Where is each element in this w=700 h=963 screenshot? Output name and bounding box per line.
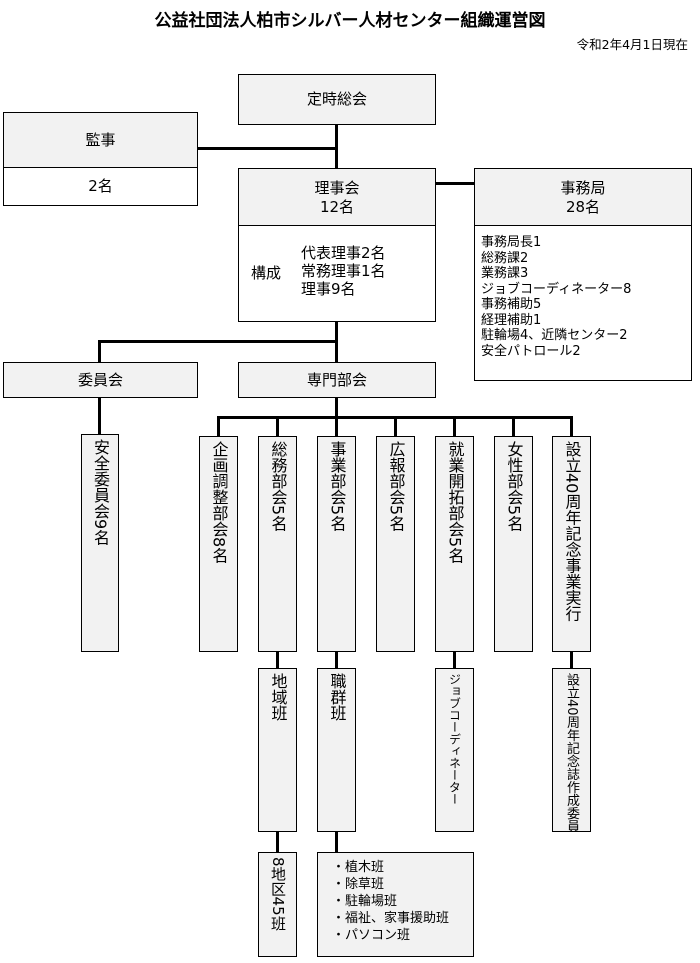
line-area-detail [276,832,279,852]
line-safety [98,398,101,434]
composition-item: 理事9名 [301,280,356,298]
subcommittee-item: 広報部会5名 [376,436,415,652]
drop-4 [394,416,397,436]
job-team-label: 職群班 [327,673,347,721]
subcommittee-item-label: 広報部会5名 [386,441,406,532]
safety-committee-box: 安全委員会9名 [81,434,119,652]
secretariat-member: ジョブコーディネーター8 [481,281,632,297]
auditor-count-box: 2名 [3,167,198,206]
coordinator-box: ジョブコーディネーター [435,668,474,832]
general-meeting-box: 定時総会 [238,74,436,125]
area-detail-label: 8地区45班 [269,857,287,931]
line-auditor [196,147,337,150]
job-list-item: ・駐輪場班 [332,894,398,909]
auditor-label: 監事 [85,131,116,149]
memorial-label: 設立40周年記念誌作成委員会 [564,673,579,832]
area-team-label: 地域班 [268,673,288,721]
drop-2 [276,416,279,436]
line-job-list [335,832,338,852]
subcommittee-item: 就業開拓部会5名 [435,436,474,652]
job-list-item: ・植木班 [332,860,385,875]
area-detail-box: 8地区45班 [258,852,297,957]
auditor-count: 2名 [88,177,113,195]
secretariat-count: 28名 [565,197,601,216]
drop-6 [512,416,515,436]
memorial-box: 設立40周年記念誌作成委員会 [552,668,591,832]
composition-list: 代表理事2名 常務理事1名 理事9名 [301,244,386,298]
coordinator-label: ジョブコーディネーター [447,673,462,805]
secretariat-member: 業務課3 [481,266,529,281]
job-list-item: ・福祉、家事援助班 [332,911,450,926]
secretariat-label: 事務局 [560,178,606,197]
subcommittee-item: 事業部会5名 [317,436,356,652]
job-list-box: ・植木班 ・除草班 ・駐輪場班 ・福祉、家事援助班 ・パソコン班 [317,852,474,957]
line-memorial [570,652,573,668]
composition-label: 構成 [251,264,282,282]
line-subcom-down [335,398,338,418]
drop-1 [217,416,220,436]
line-coordinator [453,652,456,668]
subcommittee-item-label: 女性部会5名 [504,441,524,532]
committee-box: 委員会 [3,362,198,398]
composition-item: 代表理事2名 [301,244,386,262]
line-secretariat [435,182,475,185]
board-composition-box: 構成 代表理事2名 常務理事1名 理事9名 [238,225,436,322]
drop-5 [453,416,456,436]
secretariat-member: 事務局長1 [481,235,542,250]
safety-committee-label: 安全委員会9名 [91,439,110,546]
secretariat-member: 総務課2 [481,250,529,266]
area-team-box: 地域班 [258,668,297,832]
subcommittee-label: 専門部会 [306,370,367,389]
board-box: 理事会 12名 [238,168,436,227]
secretariat-member: 安全パトロール2 [481,343,581,359]
line-committee-v [98,340,101,362]
job-team-box: 職群班 [317,668,356,832]
drop-3 [335,416,338,436]
subcommittee-item-label: 就業開拓部会5名 [445,441,465,564]
subcommittee-item: 企画調整部会8名 [199,436,238,652]
subcommittee-item-label: 総務部会5名 [268,441,288,532]
secretariat-box: 事務局 28名 [474,168,692,227]
job-list-item: ・パソコン班 [332,928,411,943]
line-committee-h [98,340,337,343]
composition-item: 常務理事1名 [301,262,386,280]
secretariat-member: 事務補助5 [481,297,542,312]
job-list-item: ・除草班 [332,877,385,892]
subcommittee-item-label: 設立40周年記念事業実行 [562,441,582,622]
auditor-box: 監事 [3,112,198,169]
line-job-team [335,652,338,668]
subcommittee-item-label: 事業部会5名 [327,441,347,532]
page-title: 公益社団法人柏市シルバー人材センター組織運営図 [154,11,546,31]
subcommittee-box: 専門部会 [238,362,436,398]
secretariat-member: 駐輪場4、近隣センター2 [481,328,628,343]
general-meeting-label: 定時総会 [306,90,367,108]
committee-label: 委員会 [77,370,123,389]
subcommittee-item: 女性部会5名 [494,436,533,652]
drop-7 [570,416,573,436]
subcommittee-item-label: 企画調整部会8名 [209,441,229,564]
secretariat-member: 経理補助1 [481,312,542,328]
subcommittee-item: 総務部会5名 [258,436,297,652]
line-area-team [276,652,279,668]
as-of-date: 令和2年4月1日現在 [576,37,688,52]
subcommittee-item: 設立40周年記念事業実行 [552,436,591,652]
board-count: 12名 [319,197,355,216]
secretariat-members-box: 事務局長1 総務課2 業務課3 ジョブコーディネーター8 事務補助5 経理補助1… [474,225,692,381]
board-label: 理事会 [314,178,360,197]
